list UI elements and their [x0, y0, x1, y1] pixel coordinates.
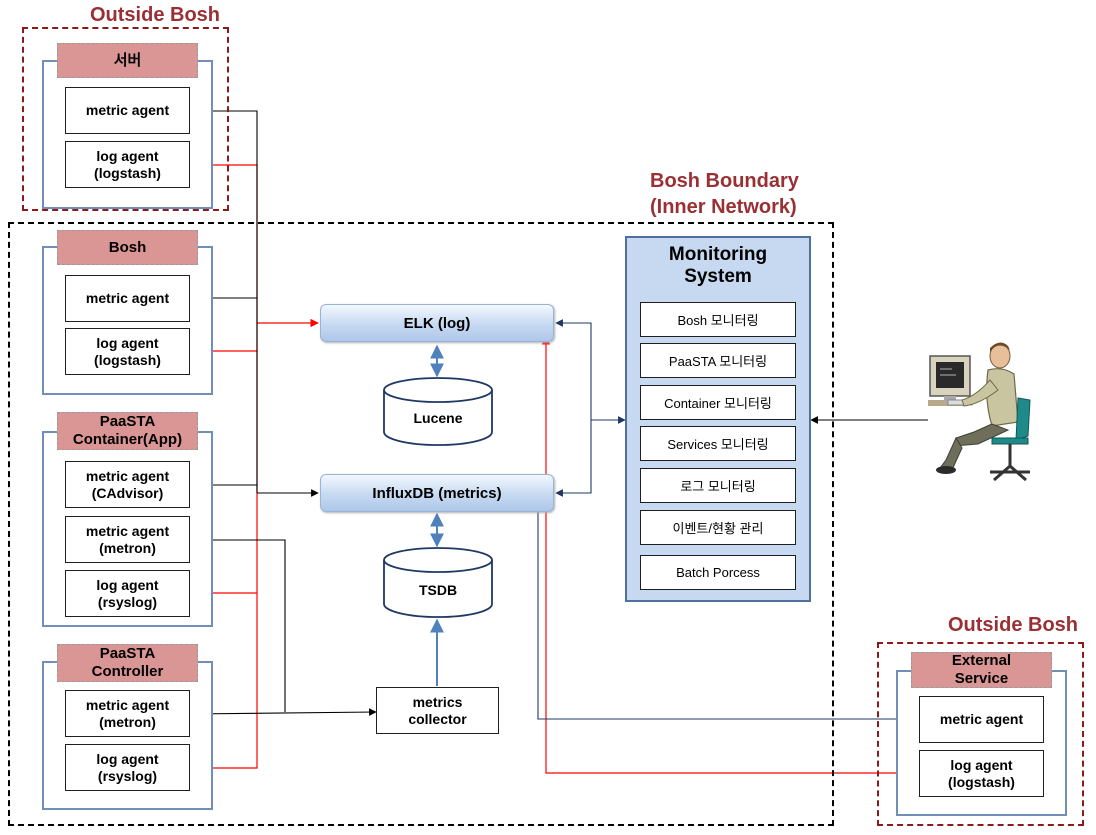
- metrics-collector: metrics collector: [376, 687, 499, 734]
- user-at-computer-icon: [928, 342, 1031, 482]
- bosh-log-agent: log agent (logstash): [65, 328, 190, 375]
- bosh-metric-agent: metric agent: [65, 275, 190, 322]
- server-group-header: 서버: [57, 43, 198, 78]
- monitoring-item-log: 로그 모니터링: [640, 468, 796, 503]
- server-metric-agent: metric agent: [65, 87, 190, 134]
- outside-bosh-bottom-frame: [877, 642, 1084, 826]
- tsdb-db-icon: [383, 547, 493, 618]
- influxdb-service: InfluxDB (metrics): [320, 474, 554, 512]
- monitoring-item-paasta: PaaSTA 모니터링: [640, 343, 796, 378]
- lucene-label: Lucene: [413, 410, 463, 426]
- monitoring-item-batch: Batch Porcess: [640, 555, 796, 590]
- bosh-boundary-title-line1: Bosh Boundary: [650, 170, 799, 192]
- external-metric-agent: metric agent: [919, 696, 1044, 743]
- container-metric-agent-metron: metric agent (metron): [65, 516, 190, 563]
- controller-group-header: PaaSTA Controller: [57, 644, 198, 682]
- server-log-agent: log agent (logstash): [65, 141, 190, 188]
- bosh-boundary-title-line2: (Inner Network): [650, 196, 797, 218]
- external-service-header: External Service: [911, 652, 1052, 688]
- bosh-boundary-frame: [8, 222, 834, 826]
- monitoring-system-title: Monitoring System: [668, 244, 768, 287]
- monitoring-bus-lines: [534, 319, 928, 723]
- monitoring-item-container: Container 모니터링: [640, 385, 796, 420]
- outside-bosh-top-frame: [22, 27, 229, 211]
- external-log-agent: log agent (logstash): [919, 750, 1044, 797]
- controller-log-agent: log agent (rsyslog): [65, 744, 190, 791]
- tsdb-label: TSDB: [418, 582, 458, 598]
- bosh-boundary-title: Bosh Boundary (Inner Network): [650, 168, 799, 220]
- monitoring-item-event: 이벤트/현황 관리: [640, 510, 796, 545]
- outside-bosh-top-title: Outside Bosh: [90, 4, 221, 26]
- container-metric-agent-cadvisor: metric agent (CAdvisor): [65, 461, 190, 508]
- elk-service: ELK (log): [320, 304, 554, 342]
- container-group-header: PaaSTA Container(App): [57, 412, 198, 450]
- monitoring-item-services: Services 모니터링: [640, 426, 796, 461]
- controller-metric-agent: metric agent (metron): [65, 690, 190, 737]
- lucene-db-icon: [383, 377, 493, 446]
- container-log-agent: log agent (rsyslog): [65, 570, 190, 617]
- outside-bosh-bottom-title: Outside Bosh: [948, 614, 1079, 636]
- bosh-group-header: Bosh: [57, 230, 198, 265]
- monitoring-item-bosh: Bosh 모니터링: [640, 302, 796, 337]
